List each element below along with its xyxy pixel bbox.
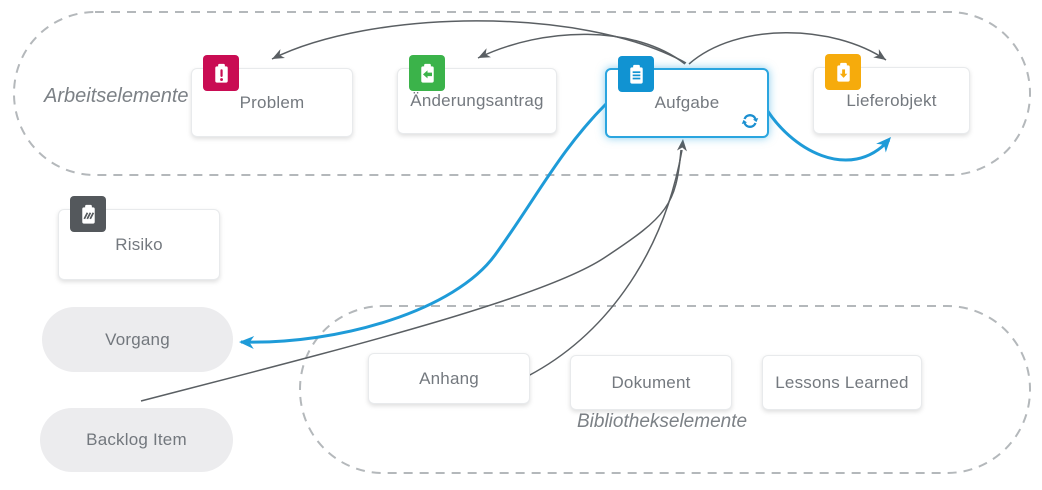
clipboard-list-icon xyxy=(618,56,654,92)
arrowhead-vorgang xyxy=(239,336,255,350)
edge-backlog-aufgabe xyxy=(140,149,682,402)
node-label: Backlog Item xyxy=(86,430,187,449)
node-dokument[interactable]: Dokument xyxy=(570,355,732,410)
group-bibliothekselemente-border xyxy=(299,305,1031,474)
edge-aufgabe-lieferobjekt-blue xyxy=(762,104,891,162)
node-problem[interactable]: Problem xyxy=(191,55,353,137)
sync-icon[interactable] xyxy=(740,111,760,131)
edge-aufgabe-problem xyxy=(271,20,687,64)
node-risiko[interactable]: Risiko xyxy=(58,196,220,280)
node-label: Risiko xyxy=(115,234,163,254)
node-anhang[interactable]: Anhang xyxy=(368,353,530,404)
arrowhead-aenderungsantrag xyxy=(478,48,491,58)
node-backlog-item[interactable]: Backlog Item xyxy=(40,408,233,472)
node-label: Lieferobjekt xyxy=(846,90,937,110)
node-vorgang[interactable]: Vorgang xyxy=(42,307,233,372)
node-lieferobjekt[interactable]: Lieferobjekt xyxy=(813,54,970,134)
group-label-bibliothekselemente: Bibliothekselemente xyxy=(577,411,748,432)
edge-aufgabe-vorgang xyxy=(240,102,608,344)
arrowhead-lieferobjekt-bottom xyxy=(876,137,891,153)
edge-aufgabe-lieferobjekt xyxy=(688,32,887,65)
clipboard-hatch-icon xyxy=(70,196,106,232)
clipboard-arrow-left-icon xyxy=(409,55,445,91)
node-label: Problem xyxy=(239,92,305,112)
arrowhead-aufgabe-bottom xyxy=(676,139,687,152)
node-label: Lessons Learned xyxy=(775,372,909,392)
node-aenderungsantrag[interactable]: Änderungsantrag xyxy=(397,55,557,134)
node-label: Änderungsantrag xyxy=(410,91,544,110)
node-label: Aufgabe xyxy=(654,93,720,112)
node-aufgabe[interactable]: Aufgabe xyxy=(605,56,769,138)
node-label: Anhang xyxy=(419,368,479,388)
node-lessons-learned[interactable]: Lessons Learned xyxy=(762,355,922,410)
node-label: Dokument xyxy=(611,372,691,392)
edge-aufgabe-aenderungsantrag xyxy=(477,33,686,65)
edge-anhang-aufgabe xyxy=(527,149,683,377)
clipboard-exclamation-icon xyxy=(203,55,239,91)
arrowhead-lieferobjekt-top xyxy=(873,49,886,60)
group-label-arbeitselemente: Arbeitselemente xyxy=(44,85,189,107)
arrowhead-problem xyxy=(272,49,285,59)
group-arbeitselemente-border xyxy=(13,11,1031,176)
clipboard-arrow-down-icon xyxy=(825,54,861,90)
node-label: Vorgang xyxy=(105,329,170,349)
